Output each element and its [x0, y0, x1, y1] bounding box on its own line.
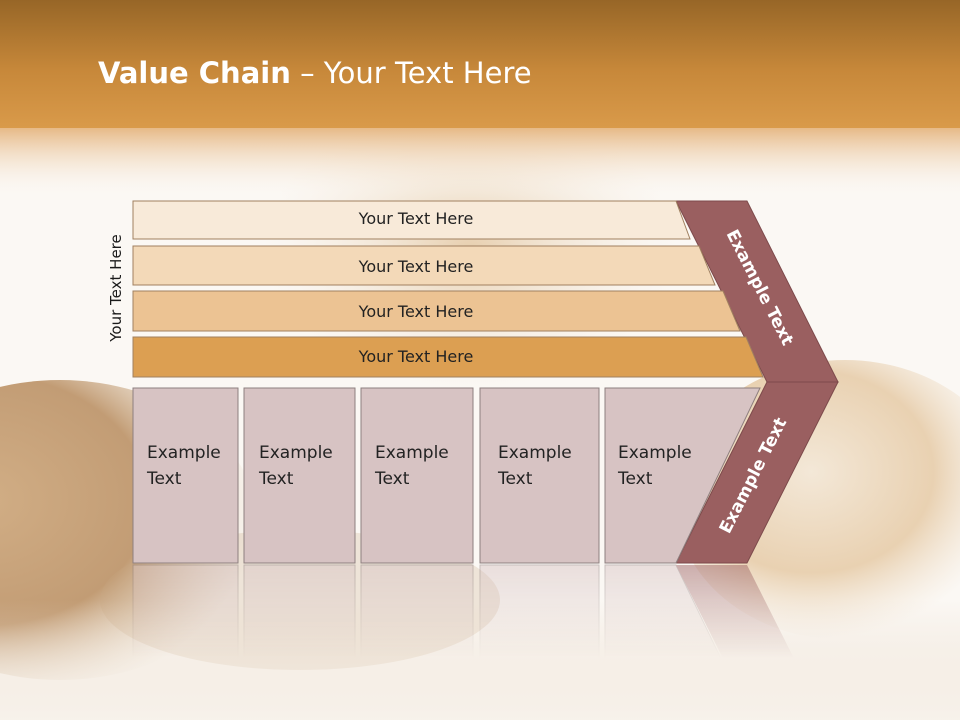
- title-rest: – Your Text Here: [290, 56, 532, 90]
- bar-label-4: Your Text Here: [358, 347, 474, 366]
- box-3-line-1: Example: [375, 443, 449, 463]
- bar-label-3: Your Text Here: [358, 302, 474, 321]
- box-3-line-2: Text: [374, 469, 410, 489]
- bar-1: [132, 200, 691, 240]
- box-2-line-2: Text: [258, 469, 294, 489]
- box-4-line-2: Text: [497, 469, 533, 489]
- bar-label-1: Your Text Here: [358, 209, 474, 228]
- box-2-line-1: Example: [259, 443, 333, 463]
- box-4-line-1: Example: [498, 443, 572, 463]
- box-5: [604, 387, 761, 564]
- box-1-line-1: Example: [147, 443, 221, 463]
- bar-2: [132, 245, 716, 286]
- diagram-reflection: [132, 564, 825, 720]
- title-bold: Value Chain: [98, 56, 291, 90]
- box-5-line-1: Example: [618, 443, 692, 463]
- box-1: [132, 387, 239, 564]
- slide-title: Value Chain – Your Text Here: [98, 56, 532, 90]
- chevron-bottom-arm: [675, 381, 839, 564]
- box-3: [360, 387, 474, 564]
- box-1-line-2: Text: [146, 469, 182, 489]
- bar-label-2: Your Text Here: [358, 257, 474, 276]
- bar-4: [132, 336, 764, 378]
- box-5-line-2: Text: [617, 469, 653, 489]
- box-2: [243, 387, 356, 564]
- bar-3: [132, 290, 741, 332]
- box-4: [479, 387, 600, 564]
